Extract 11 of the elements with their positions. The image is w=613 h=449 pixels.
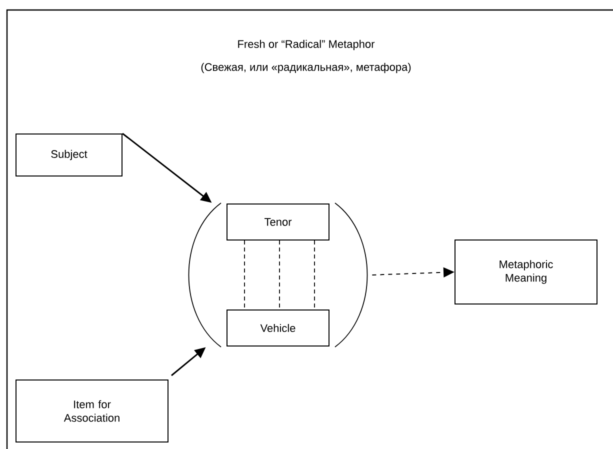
title: Fresh or “Radical” Metaphor [238,40,375,50]
connector-line [314,240,315,310]
bracket-drawing [188,202,368,348]
connector-line [244,240,245,310]
box: Tenor [226,204,330,240]
box: Metaphoric Meaning [454,240,598,304]
box: Vehicle [226,310,330,346]
subtitle: (Свежая, или «радикальная», метафора) [201,62,411,74]
box: Subject [16,134,122,176]
connector-line [279,240,280,310]
box: Item for Association [16,380,168,442]
